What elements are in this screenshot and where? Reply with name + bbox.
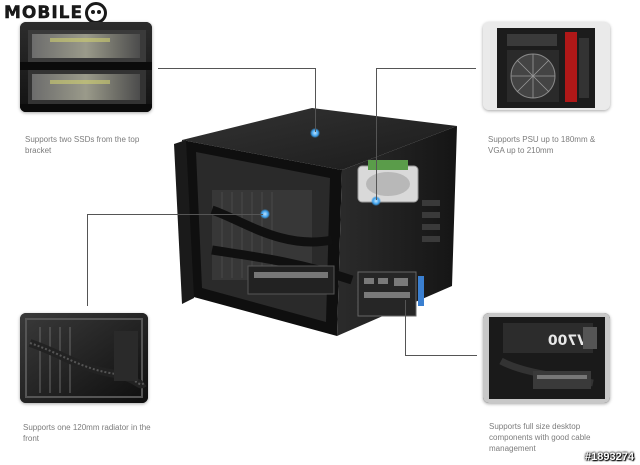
psu-leader-line-horizontal xyxy=(376,68,476,69)
radiator-leader-line-vertical xyxy=(87,214,88,306)
psu-label-text: V700 xyxy=(548,333,588,349)
psu-highlight-dot xyxy=(371,196,381,206)
components-caption: Supports full size desktop components wi… xyxy=(489,422,591,453)
psu-caption: Supports PSU up to 180mm & VGA up to 210… xyxy=(488,135,596,155)
radiator-image xyxy=(20,313,148,403)
ssd-bracket-thumbnail xyxy=(20,22,152,112)
radiator-leader-line-horizontal xyxy=(87,214,263,215)
components-image: V700 xyxy=(483,313,610,403)
ssd-bracket-image xyxy=(20,22,152,112)
ssd-leader-line-vertical xyxy=(315,68,316,132)
ssd-highlight-dot xyxy=(310,128,320,138)
watermark-id: #1893274 xyxy=(585,451,634,463)
logo-text: MOBILE xyxy=(4,3,84,23)
psu-thumbnail xyxy=(483,22,610,110)
radiator-caption: Supports one 120mm radiator in the front xyxy=(23,423,151,443)
components-thumbnail: V700 xyxy=(483,313,610,403)
ssd-caption: Supports two SSDs from the top bracket xyxy=(25,135,140,155)
psu-image xyxy=(483,22,610,110)
psu-leader-line-vertical xyxy=(376,68,377,200)
components-leader-line-horizontal xyxy=(405,355,477,356)
logo-face-icon xyxy=(85,2,108,24)
case-illustration xyxy=(174,108,457,336)
ssd-leader-line-horizontal xyxy=(158,68,315,69)
components-leader-line-vertical xyxy=(405,300,406,355)
case-main-image xyxy=(172,100,462,340)
radiator-thumbnail xyxy=(20,313,148,403)
radiator-highlight-dot xyxy=(260,209,270,219)
site-logo: MOBILE xyxy=(4,2,108,24)
